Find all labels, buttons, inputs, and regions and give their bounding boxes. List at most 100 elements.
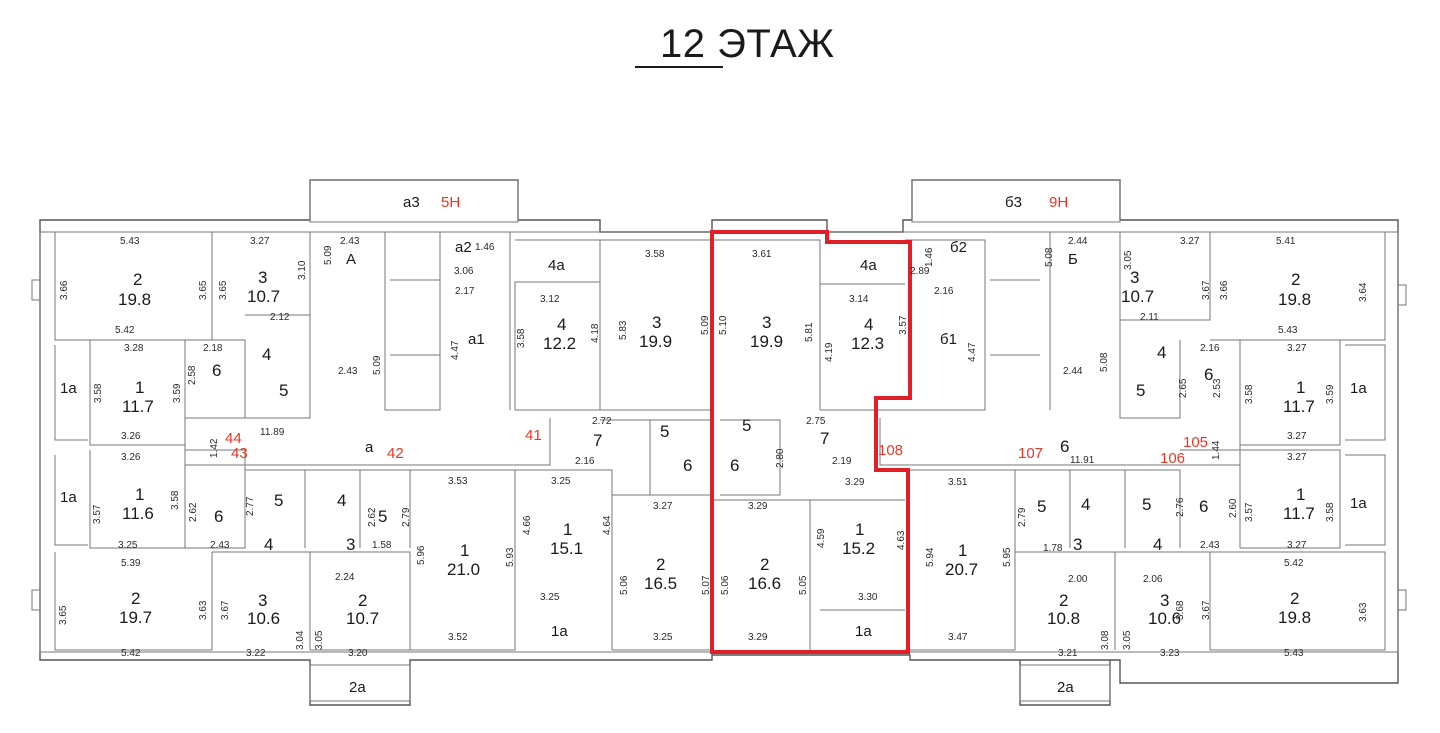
label-105: 105 bbox=[1183, 434, 1208, 451]
dim-label: 4.63 bbox=[896, 530, 907, 550]
dim-label: 3.68 bbox=[1175, 600, 1186, 620]
room-num: 1а bbox=[551, 623, 568, 640]
right-wing-labels: б3 9Н б2 Б б1 108 107 106 105 3 10.7 2 1… bbox=[878, 194, 1367, 696]
dim-label: 2.43 bbox=[210, 540, 230, 551]
dim-label: 5.07 bbox=[701, 575, 712, 595]
dim-label: 2.06 bbox=[1143, 574, 1163, 585]
room-area: 16.6 bbox=[748, 574, 781, 593]
room-num: 6 bbox=[1204, 365, 1213, 384]
dim-label: 3.58 bbox=[170, 490, 181, 510]
dim-label: 3.22 bbox=[246, 648, 266, 659]
dim-label: 5.09 bbox=[372, 355, 383, 375]
dim-label: 3.53 bbox=[448, 476, 468, 487]
label-a2: а2 bbox=[455, 239, 472, 256]
title-underline bbox=[635, 66, 723, 68]
dim-label: 5.43 bbox=[1284, 648, 1304, 659]
dim-label: 5.05 bbox=[798, 575, 809, 595]
dim-label: 3.27 bbox=[1180, 236, 1200, 247]
dim-label: 5.09 bbox=[700, 315, 711, 335]
room-num: 7 bbox=[820, 429, 829, 448]
room-num: 5 bbox=[1136, 381, 1145, 400]
room-num: 6 bbox=[730, 456, 739, 475]
room-area: 10.7 bbox=[346, 609, 379, 628]
dim-label: 5.06 bbox=[619, 575, 630, 595]
room-area: 12.3 bbox=[851, 334, 884, 353]
room-area: 11.7 bbox=[1283, 397, 1315, 416]
room-area: 19.9 bbox=[750, 332, 783, 351]
dim-label: 3.65 bbox=[58, 605, 69, 625]
room-num: 2 bbox=[131, 589, 140, 608]
room-area: 16.5 bbox=[644, 574, 677, 593]
dim-label: 3.08 bbox=[1100, 630, 1111, 650]
dim-label: 3.58 bbox=[1325, 502, 1336, 522]
room-num: 4а bbox=[548, 257, 565, 274]
dimension-labels: 5.43 3.27 2.43 1.46 3.06 2.17 5.42 3.28 … bbox=[58, 236, 1369, 659]
room-num: 1 bbox=[135, 378, 144, 397]
dim-label: 3.04 bbox=[295, 630, 306, 650]
room-num: 5 bbox=[660, 422, 669, 441]
label-b1: б1 bbox=[940, 331, 957, 348]
room-num: 1 bbox=[1296, 378, 1305, 397]
room-num: 3 bbox=[652, 313, 661, 332]
dim-label: 5.10 bbox=[718, 315, 729, 335]
dim-label: 5.42 bbox=[1284, 558, 1304, 569]
dim-label: 3.63 bbox=[198, 600, 209, 620]
label-a3: а3 bbox=[403, 194, 420, 211]
dim-label: 2.16 bbox=[934, 286, 954, 297]
dim-label: 3.58 bbox=[645, 249, 665, 260]
room-area: 10.6 bbox=[1148, 609, 1181, 628]
room-num: 4а bbox=[860, 257, 877, 274]
dim-label: 4.66 bbox=[522, 515, 533, 535]
dim-label: 4.18 bbox=[590, 323, 601, 343]
left-wing-labels: а3 5Н А а2 а1 а 44 43 42 41 2 19.8 3 10.… bbox=[60, 194, 583, 696]
dim-label: 3.30 bbox=[858, 592, 878, 603]
dim-label: 3.23 bbox=[1160, 648, 1180, 659]
dim-label: 3.66 bbox=[1219, 280, 1230, 300]
room-num: 1 bbox=[135, 485, 144, 504]
dim-label: 3.61 bbox=[752, 249, 772, 260]
dim-label: 3.65 bbox=[218, 280, 229, 300]
dim-label: 3.27 bbox=[1287, 452, 1307, 463]
dim-label: 3.29 bbox=[748, 632, 768, 643]
dim-label: 11.89 bbox=[260, 427, 285, 438]
room-num: 4 bbox=[264, 535, 273, 554]
room-num: 1а bbox=[60, 380, 77, 397]
highlighted-apartment-outline bbox=[710, 230, 912, 654]
dim-label: 3.12 bbox=[540, 294, 560, 305]
dim-label: 3.58 bbox=[1244, 384, 1255, 404]
center-left-labels: 4а 4 12.2 3 19.9 7 5 6 2 16.5 bbox=[543, 257, 692, 593]
room-num: 1а bbox=[1350, 495, 1367, 512]
label-5n: 5Н bbox=[441, 194, 460, 211]
room-area: 10.8 bbox=[1047, 609, 1080, 628]
room-num: 6 bbox=[1199, 497, 1208, 516]
room-num: 5 bbox=[1142, 495, 1151, 514]
dim-label: 2.44 bbox=[1063, 366, 1083, 377]
dim-label: 3.05 bbox=[1123, 250, 1134, 270]
label-b2: б2 bbox=[950, 239, 967, 256]
room-num: 4 bbox=[1157, 343, 1166, 362]
dim-label: 1.44 bbox=[1211, 440, 1222, 460]
dim-label: 2.75 bbox=[806, 416, 826, 427]
room-num: 5 bbox=[279, 381, 288, 400]
dim-label: 2.89 bbox=[910, 266, 930, 277]
dim-label: 4.19 bbox=[824, 342, 835, 362]
dim-label: 3.51 bbox=[948, 477, 968, 488]
room-num: 3 bbox=[1160, 591, 1169, 610]
dim-label: 3.59 bbox=[172, 383, 183, 403]
room-num: 1 bbox=[855, 520, 864, 539]
room-num: 2 bbox=[358, 591, 367, 610]
dim-label: 2.79 bbox=[1017, 507, 1028, 527]
room-area: 11.7 bbox=[1283, 504, 1315, 523]
dim-label: 2.43 bbox=[338, 366, 358, 377]
dim-label: 2.79 bbox=[401, 507, 412, 527]
dim-label: 5.09 bbox=[323, 245, 334, 265]
room-area: 19.9 bbox=[639, 332, 672, 351]
label-A: А bbox=[346, 251, 356, 268]
dim-label: 3.26 bbox=[121, 431, 141, 442]
dim-label: 4.47 bbox=[967, 342, 978, 362]
dim-label: 5.06 bbox=[720, 575, 731, 595]
room-num: 2а bbox=[1057, 679, 1074, 696]
dim-label: 3.27 bbox=[250, 236, 270, 247]
dim-label: 5.96 bbox=[416, 545, 427, 565]
